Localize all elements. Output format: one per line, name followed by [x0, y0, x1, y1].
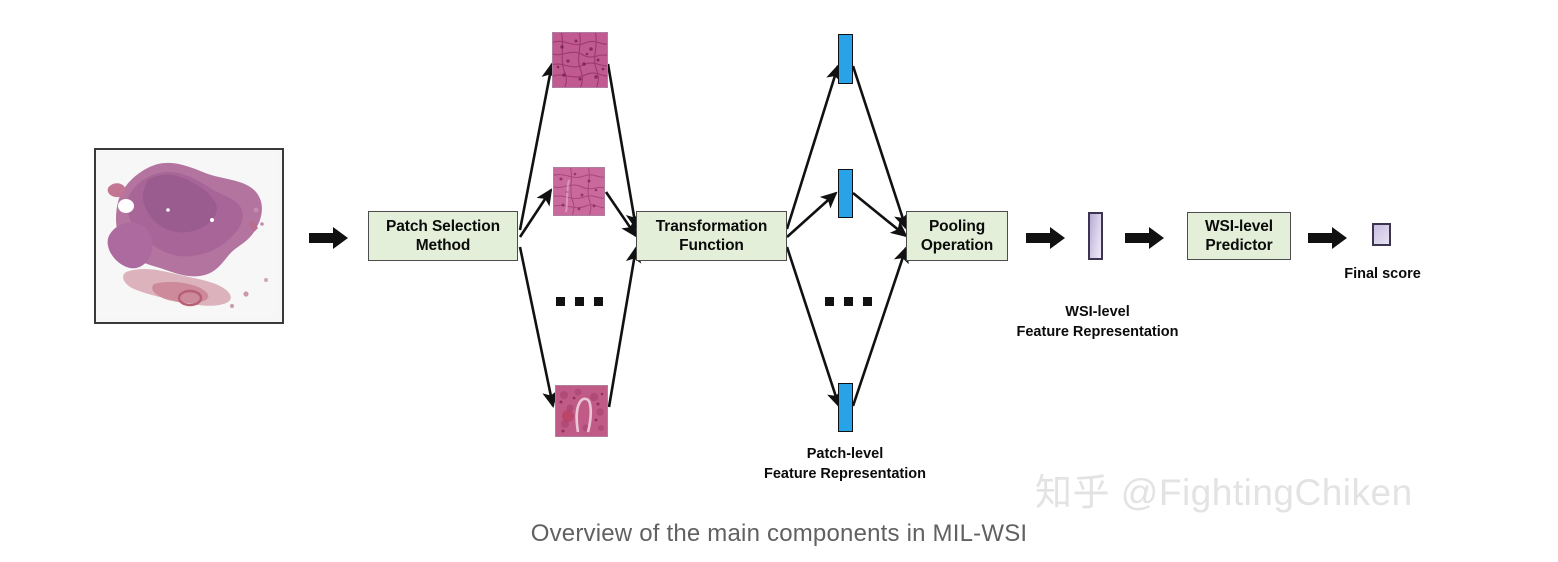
arrow-pooling-to-wsi-feature	[1026, 226, 1066, 255]
figure-caption: Overview of the main components in MIL-W…	[530, 520, 1028, 547]
ellipsis-dot	[825, 297, 834, 306]
box-transformation-function[interactable]: Transformation Function	[636, 211, 787, 261]
box-patch-selection-method-label: Patch Selection Method	[386, 217, 500, 254]
arrow-wsi-feature-to-predictor	[1125, 226, 1165, 255]
ellipsis-dot	[844, 297, 853, 306]
patch-thumbnail-middle	[553, 167, 605, 216]
wsi-feature-vector	[1088, 212, 1103, 260]
patch-feature-vector-top	[838, 34, 853, 84]
wsi-level-feature-label: WSI-level Feature Representation	[1016, 304, 1179, 340]
ellipsis-dot	[575, 297, 584, 306]
box-pooling-operation-label: Pooling Operation	[920, 217, 994, 254]
box-pooling-operation[interactable]: Pooling Operation	[906, 211, 1008, 261]
whole-slide-image-thumbnail	[94, 148, 284, 324]
ellipsis-dot	[594, 297, 603, 306]
ellipsis-dot	[556, 297, 565, 306]
arrow-predictor-to-score	[1308, 226, 1348, 255]
box-wsi-level-predictor-label: WSI-level Predictor	[1204, 217, 1273, 254]
patch-thumbnail-bottom	[555, 385, 608, 437]
box-transformation-function-label: Transformation Function	[655, 217, 768, 254]
patch-ellipsis	[556, 297, 603, 306]
patch-feature-vector-bottom	[838, 383, 853, 432]
patch-level-feature-label: Patch-level Feature Representation	[764, 446, 926, 482]
zhihu-watermark: 知乎 @FightingChiken	[1035, 472, 1413, 513]
feature-ellipsis	[825, 297, 872, 306]
patch-thumbnail-top	[552, 32, 608, 88]
wsi-tissue-render	[96, 150, 278, 318]
arrow-input-to-selection	[309, 226, 349, 255]
ellipsis-dot	[863, 297, 872, 306]
box-patch-selection-method[interactable]: Patch Selection Method	[368, 211, 518, 261]
patch-feature-vector-middle	[838, 169, 853, 218]
box-wsi-level-predictor[interactable]: WSI-level Predictor	[1187, 212, 1291, 260]
final-score-swatch	[1372, 223, 1391, 246]
final-score-label: Final score	[1344, 266, 1421, 282]
